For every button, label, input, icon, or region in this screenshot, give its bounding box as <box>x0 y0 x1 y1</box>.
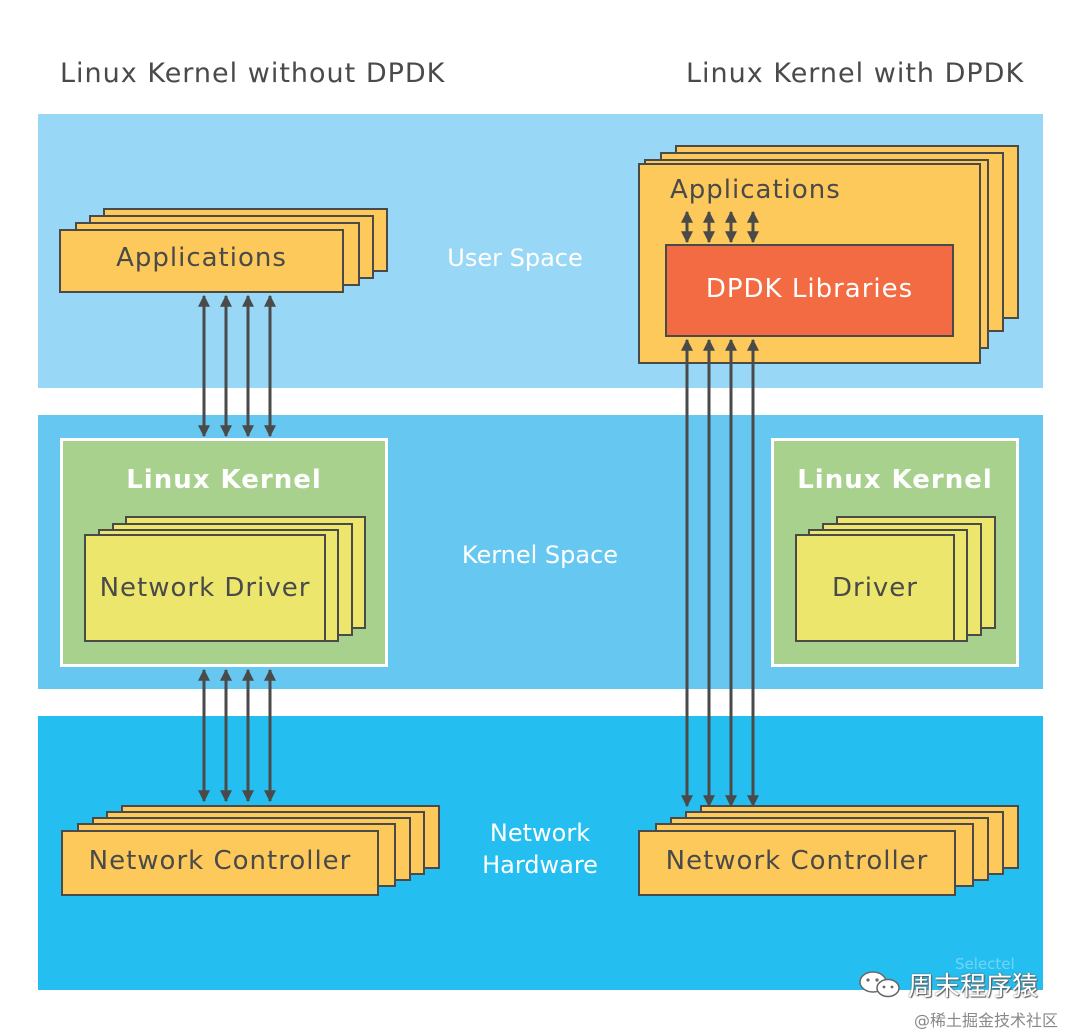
dpdk-libraries-box: DPDK Libraries <box>665 244 954 337</box>
right-network-controller-label: Network Controller <box>665 846 929 876</box>
platform-credit: @稀土掘金技术社区 <box>914 1011 1059 1030</box>
left-network-controller-card: Network Controller <box>61 830 379 896</box>
faded-logo: Selectel <box>955 955 1015 973</box>
right-column-heading: Linux Kernel with DPDK <box>686 58 1025 89</box>
right-driver-card: Driver <box>795 534 955 642</box>
left-network-driver-card: Network Driver <box>84 534 326 642</box>
wechat-icon <box>858 969 902 999</box>
right-network-controller-card: Network Controller <box>638 830 956 896</box>
left-linux-kernel-title: Linux Kernel <box>126 465 322 495</box>
left-column-heading: Linux Kernel without DPDK <box>60 58 446 89</box>
left-applications-card: Applications <box>59 229 344 293</box>
right-applications-label: Applications <box>670 175 841 205</box>
dpdk-libraries-label: DPDK Libraries <box>705 274 914 304</box>
user-space-label: User Space <box>447 244 583 272</box>
network-hardware-label-line1: Network <box>489 819 591 847</box>
right-linux-kernel-title: Linux Kernel <box>797 465 993 495</box>
right-driver-label: Driver <box>831 573 918 603</box>
left-network-driver-label: Network Driver <box>99 573 311 603</box>
left-applications-label: Applications <box>116 243 287 273</box>
kernel-space-label: Kernel Space <box>461 541 619 569</box>
wechat-account-name: 周末程序猿 <box>908 972 1039 1002</box>
left-network-controller-label: Network Controller <box>88 846 352 876</box>
network-hardware-label-line2: Hardware <box>482 851 598 879</box>
